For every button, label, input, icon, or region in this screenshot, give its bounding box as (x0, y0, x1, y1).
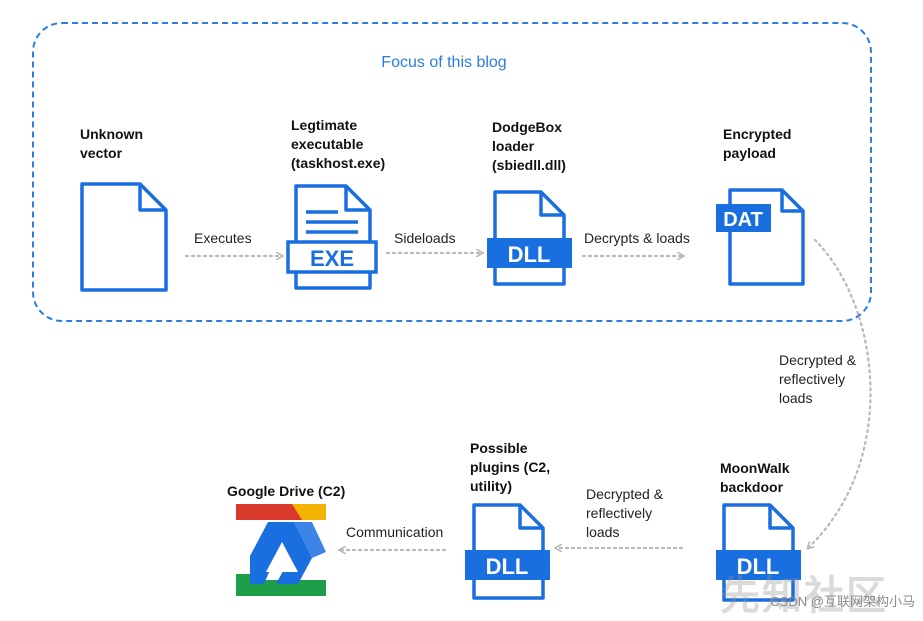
moonwalk-title: MoonWalk backdoor (720, 460, 790, 495)
decrypted-reflective-label-1: Decrypted & reflectively loads (779, 352, 857, 406)
exe-file-icon: EXE (286, 184, 378, 290)
dodgebox-badge-text: DLL (508, 242, 551, 267)
moonwalk-dll-icon: DLL (716, 503, 801, 602)
plugins-dll-icon: DLL (465, 503, 550, 600)
dat-badge-text: DAT (723, 209, 763, 231)
focus-region (32, 22, 872, 322)
decrypts-loads-label: Decrypts & loads (584, 230, 690, 246)
dodgebox-title: DodgeBox loader (sbiedll.dll) (492, 119, 566, 173)
watermark-text: CSDN @互联网架构小马 (770, 594, 915, 609)
dat-file-icon: DAT (716, 188, 805, 286)
arrow-decrypted-reflective-1 (808, 238, 872, 548)
plugins-badge-text: DLL (486, 554, 529, 579)
encrypted-payload-title: Encrypted payload (723, 126, 792, 161)
unknown-vector-document-icon (80, 182, 168, 292)
gdrive-title: Google Drive (C2) (227, 483, 346, 499)
dodgebox-dll-icon: DLL (487, 190, 572, 286)
exe-badge-text: EXE (310, 246, 354, 271)
watermark-large: 先知社区 (720, 574, 888, 618)
google-drive-icon (236, 504, 326, 596)
executes-label: Executes (194, 230, 252, 246)
legit-exe-title: Legtimate executable (taskhost.exe) (291, 117, 386, 171)
moonwalk-badge-text: DLL (737, 554, 780, 579)
communication-label: Communication (346, 524, 444, 540)
unknown-vector-title: Unknown vector (80, 126, 143, 161)
sideloads-label: Sideloads (394, 230, 456, 246)
plugins-title: Possible plugins (C2, utility) (470, 440, 551, 494)
decrypted-reflective-label-2: Decrypted & reflectively loads (586, 486, 664, 540)
focus-label: Focus of this blog (381, 54, 507, 71)
